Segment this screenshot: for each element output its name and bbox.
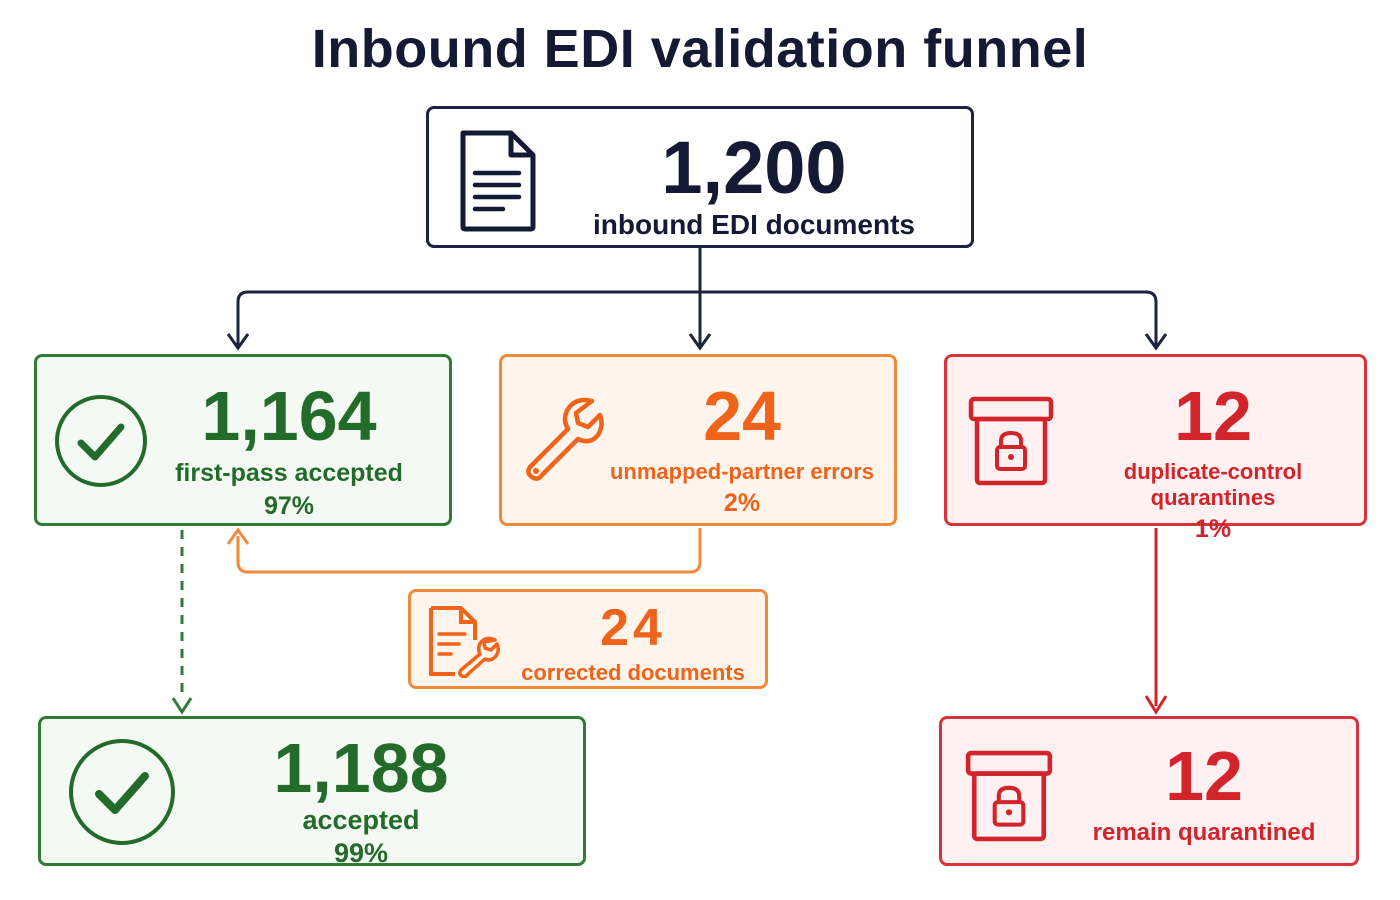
remain-count: 12 (1165, 737, 1243, 815)
duplicate-percent: 1% (1194, 515, 1232, 543)
source-count: 1,200 (661, 126, 847, 209)
corrected-count: 24 (600, 599, 666, 657)
first-pass-count: 1,164 (201, 377, 377, 455)
accepted-percent: 99% (333, 838, 389, 868)
node-first-pass: 1,164 first-pass accepted 97% (34, 354, 452, 526)
document-wrench-icon (429, 606, 501, 678)
first-pass-label: first-pass accepted (175, 459, 403, 487)
arrow-to-unmapped (688, 333, 712, 351)
corrected-label: corrected documents (521, 660, 745, 685)
accepted-count: 1,188 (273, 729, 449, 807)
arrow-to-duplicate (1144, 333, 1168, 351)
node-unmapped: 24 unmapped-partner errors 2% (499, 354, 897, 526)
arrow-to-first-pass (226, 333, 250, 351)
arrow-to-remain (1144, 695, 1168, 715)
locked-box-icon (965, 750, 1053, 842)
arrow-to-first-pass-return (226, 527, 250, 545)
accepted-label: accepted (302, 805, 420, 835)
unmapped-label: unmapped-partner errors (609, 459, 875, 484)
arrow-to-accepted (171, 697, 193, 715)
edge-duplicate-to-remain (1144, 528, 1168, 715)
duplicate-label: duplicate-control quarantines (1123, 459, 1303, 510)
edge-source-bus (236, 290, 1158, 346)
node-remain-quarantined: 12 remain quarantined (939, 716, 1359, 866)
edge-unmapped-to-first-pass (226, 527, 702, 574)
node-accepted: 1,188 accepted 99% (38, 716, 586, 868)
edge-first-pass-to-accepted (171, 530, 193, 715)
document-icon (460, 130, 536, 232)
node-corrected: 24 corrected documents (408, 589, 768, 689)
node-source: 1,200 inbound EDI documents (426, 106, 974, 248)
edge-source-split (226, 248, 1168, 351)
diagram-title: Inbound EDI validation funnel (311, 19, 1089, 79)
first-pass-percent: 97% (263, 492, 315, 520)
wrench-icon (526, 397, 604, 481)
remain-label: remain quarantined (1092, 819, 1316, 846)
duplicate-count: 12 (1174, 377, 1252, 455)
locked-box-icon (968, 396, 1054, 486)
node-duplicate: 12 duplicate-control quarantines 1% (944, 354, 1367, 543)
check-circle-icon (69, 739, 175, 845)
check-circle-icon (55, 395, 147, 487)
unmapped-percent: 2% (723, 489, 761, 517)
source-label: inbound EDI documents (593, 209, 915, 240)
unmapped-count: 24 (703, 377, 781, 455)
